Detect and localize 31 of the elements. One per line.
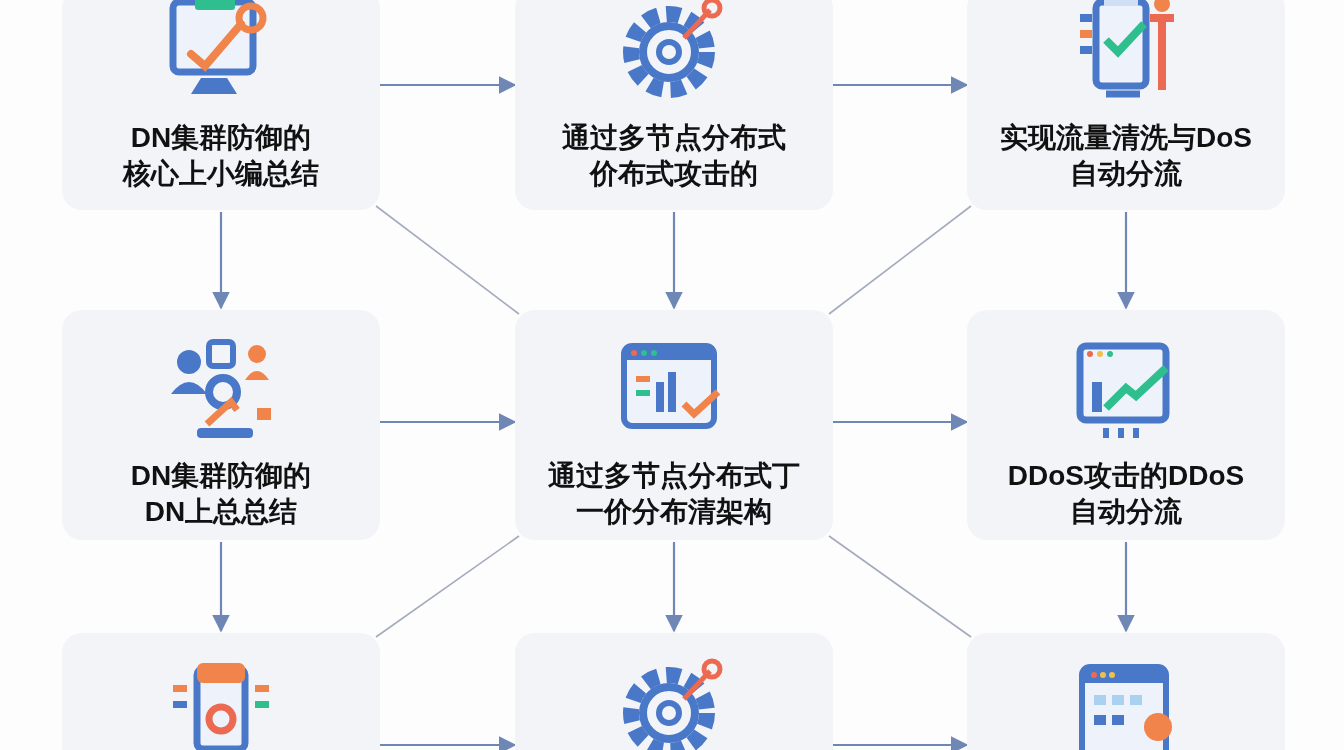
node-text: DDoS攻击的DDoS自动分流 (1006, 459, 1246, 530)
arrow (1117, 542, 1135, 633)
node-text: 实现流量清洗与DoS自动分流 (999, 121, 1253, 192)
arrow (665, 542, 683, 633)
process-card (515, 310, 833, 540)
process-card (967, 310, 1285, 540)
arrow (212, 212, 230, 310)
arrow (380, 413, 517, 431)
arrow (665, 212, 683, 310)
arrow (380, 76, 517, 94)
arrow (1117, 212, 1135, 310)
process-card (967, 633, 1285, 750)
arrow (212, 542, 230, 633)
process-card (62, 633, 380, 750)
node-text: DN集群防御的核心上小编总结 (121, 121, 320, 192)
arrow (380, 736, 517, 750)
process-card (967, 0, 1285, 210)
arrow (833, 76, 969, 94)
node-text: 通过多节点分布式价布式攻击的 (561, 121, 787, 192)
arrow (833, 413, 969, 431)
node-text: 通过多节点分布式丁一价分布清架构 (547, 459, 801, 530)
connector-line (375, 535, 520, 638)
connector-line (828, 535, 972, 638)
connector-line (375, 205, 520, 315)
connector-line (828, 205, 972, 315)
arrow (833, 736, 969, 750)
process-card (515, 633, 833, 750)
process-card (515, 0, 833, 210)
process-card (62, 310, 380, 540)
process-card (62, 0, 380, 210)
node-text: DN集群防御的DN上总总结 (129, 459, 313, 530)
